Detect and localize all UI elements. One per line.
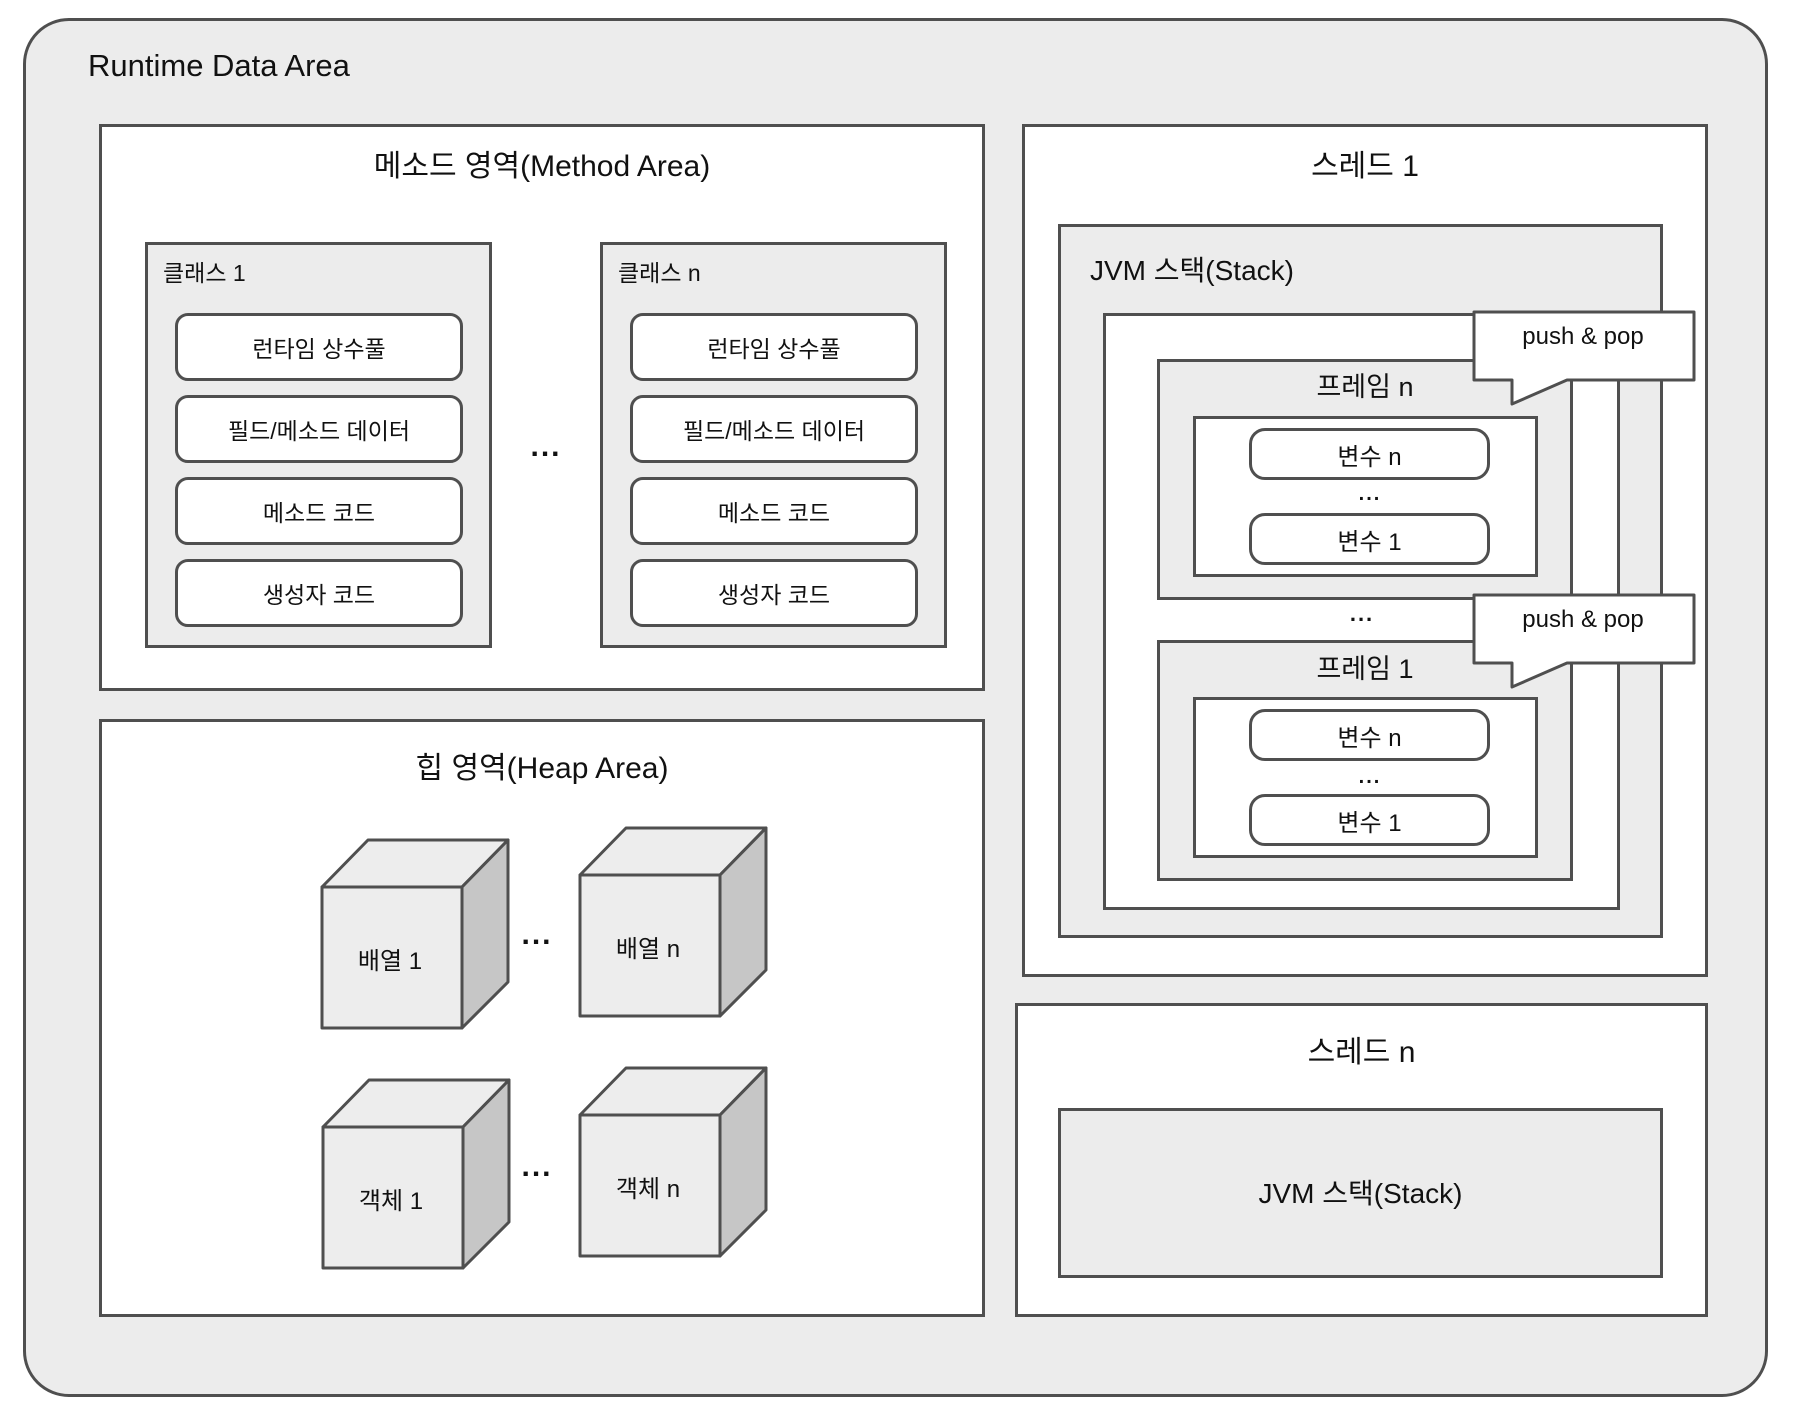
- class-n-field-method-data: 필드/메소드 데이터: [630, 395, 918, 463]
- class-n-runtime-constant-pool: 런타임 상수풀: [630, 313, 918, 381]
- object-n-label: 객체 n: [615, 1176, 681, 1203]
- frame-1-variable-n: 변수 n: [1249, 709, 1490, 761]
- frame-n-variable-1: 변수 1: [1249, 513, 1490, 565]
- method-area-title: 메소드 영역(Method Area): [373, 150, 711, 183]
- frame-1-variables-ellipsis: ...: [1358, 766, 1382, 788]
- heap-area-panel: [99, 719, 985, 1317]
- heap-area-title: 힙 영역(Heap Area): [415, 752, 669, 785]
- thread-1-title: 스레드 1: [1311, 150, 1419, 183]
- frame-1-title: 프레임 1: [1316, 654, 1414, 684]
- class-1-runtime-constant-pool: 런타임 상수풀: [175, 313, 463, 381]
- class-1-method-code: 메소드 코드: [175, 477, 463, 545]
- jvm-stack-n-label: JVM 스택(Stack): [1258, 1178, 1463, 1209]
- object-n-cube: [578, 1066, 768, 1258]
- thread-n-title: 스레드 n: [1307, 1036, 1416, 1069]
- jvm-stack-1-label: JVM 스택(Stack): [1090, 255, 1294, 286]
- method-area-ellipsis: ...: [530, 430, 562, 463]
- runtime-data-area-title: Runtime Data Area: [88, 48, 350, 83]
- object-1-cube: [321, 1078, 511, 1270]
- array-n-cube: [578, 826, 768, 1018]
- push-pop-bubble-bottom-label: push & pop: [1522, 606, 1644, 633]
- class-1-label: 클래스 1: [163, 260, 246, 286]
- push-pop-bubble-top-label: push & pop: [1522, 323, 1644, 350]
- class-1-constructor-code: 생성자 코드: [175, 559, 463, 627]
- frame-n-variables-ellipsis: ...: [1358, 483, 1382, 505]
- class-1-field-method-data: 필드/메소드 데이터: [175, 395, 463, 463]
- class-n-constructor-code: 생성자 코드: [630, 559, 918, 627]
- heap-arrays-ellipsis: ...: [521, 918, 553, 951]
- class-n-method-code: 메소드 코드: [630, 477, 918, 545]
- frames-ellipsis: ...: [1349, 601, 1375, 626]
- object-1-label: 객체 1: [358, 1188, 424, 1215]
- array-n-label: 배열 n: [615, 936, 681, 963]
- heap-objects-ellipsis: ...: [521, 1150, 553, 1183]
- frame-n-title: 프레임 n: [1316, 372, 1414, 402]
- push-pop-bubble-bottom: [1472, 593, 1696, 689]
- frame-n-variable-n: 변수 n: [1249, 428, 1490, 480]
- jvm-stack-n-box: [1058, 1108, 1663, 1278]
- push-pop-bubble-top: [1472, 310, 1696, 406]
- frame-1-variable-1: 변수 1: [1249, 794, 1490, 846]
- class-n-label: 클래스 n: [618, 260, 701, 286]
- array-1-cube: [320, 838, 510, 1030]
- array-1-label: 배열 1: [357, 948, 423, 975]
